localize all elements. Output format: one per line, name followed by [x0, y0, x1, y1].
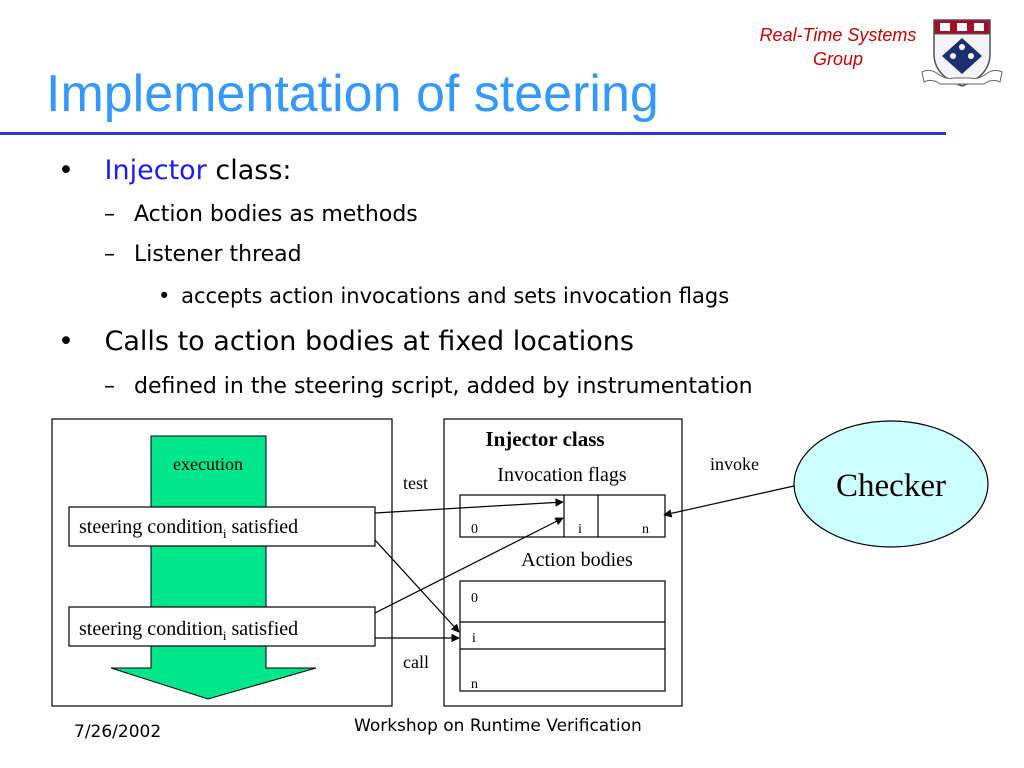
condition-prefix: steering condition [79, 516, 223, 538]
steering-condition-box-2 [68, 606, 376, 647]
group-label: Real-Time Systems Group [740, 23, 936, 71]
condition-subscript: i [223, 526, 227, 541]
test-arrow-2 [374, 517, 564, 614]
steering-condition-text-2: steering conditioni satisfied [79, 618, 298, 643]
bullet-1: • Injector class: [58, 155, 292, 186]
flag-index-0: 0 [471, 522, 478, 537]
condition-prefix: steering condition [79, 618, 223, 640]
invoke-label: invoke [710, 454, 759, 474]
bullet-marker-small: • [158, 284, 171, 308]
bullet-1-sub-2-text: Listener thread [134, 242, 302, 267]
footer-event: Workshop on Runtime Verification [354, 716, 642, 736]
steering-condition-text-1: steering conditioni satisfied [79, 516, 298, 541]
group-label-line1: Real-Time Systems [759, 25, 917, 45]
execution-label: execution [173, 454, 243, 474]
footer-date: 7/26/2002 [74, 722, 162, 742]
dash-marker: – [104, 202, 115, 227]
dash-marker: – [104, 242, 115, 267]
condition-subscript: i [223, 628, 227, 643]
injector-class-title: Injector class [485, 427, 604, 451]
body-index-0: 0 [471, 591, 478, 606]
bullet-1-sub-1-text: Action bodies as methods [134, 202, 418, 227]
action-bodies-array [459, 580, 666, 692]
bullet-marker: • [58, 155, 74, 186]
bullet-2-text: Calls to action bodies at fixed location… [104, 326, 634, 357]
bullet-1-sub-1: – Action bodies as methods [104, 202, 418, 227]
bullet-1-sub-2: – Listener thread [104, 242, 302, 267]
university-crest-logo [921, 19, 1003, 87]
invocation-flags-array [459, 494, 666, 538]
call-arrow-1 [374, 539, 460, 633]
slide-title: Implementation of steering [46, 65, 659, 123]
flag-index-n: n [642, 522, 649, 537]
bullet-1-text: class: [206, 155, 292, 186]
bullet-1-sub-2-sub-1: • accepts action invocations and sets in… [158, 284, 729, 308]
bullet-2-sub-1: – defined in the steering script, added … [104, 374, 753, 399]
bullet-2: • Calls to action bodies at fixed locati… [58, 326, 634, 357]
call-label: call [403, 652, 429, 672]
condition-suffix: satisfied [226, 516, 298, 538]
group-label-line2: Group [812, 49, 864, 69]
body-index-n: n [471, 677, 478, 692]
action-bodies-label: Action bodies [521, 549, 633, 571]
bullet-1-sub-2-sub-1-text: accepts action invocations and sets invo… [181, 284, 730, 308]
test-label: test [403, 473, 428, 493]
dash-marker: – [104, 374, 115, 399]
invoke-arrow [663, 485, 795, 518]
body-index-i: i [472, 631, 476, 646]
steering-condition-box-1 [68, 506, 376, 547]
invocation-flags-label: Invocation flags [497, 464, 627, 486]
condition-suffix: satisfied [226, 618, 298, 640]
checker-node [793, 420, 989, 548]
flag-index-i: i [578, 522, 582, 537]
checker-label: Checker [836, 468, 946, 504]
title-divider [0, 132, 946, 135]
bullet-marker: • [58, 326, 74, 357]
bullet-1-term: Injector [104, 155, 207, 186]
bullet-2-sub-1-text: defined in the steering script, added by… [134, 374, 753, 399]
test-arrow [374, 498, 564, 514]
